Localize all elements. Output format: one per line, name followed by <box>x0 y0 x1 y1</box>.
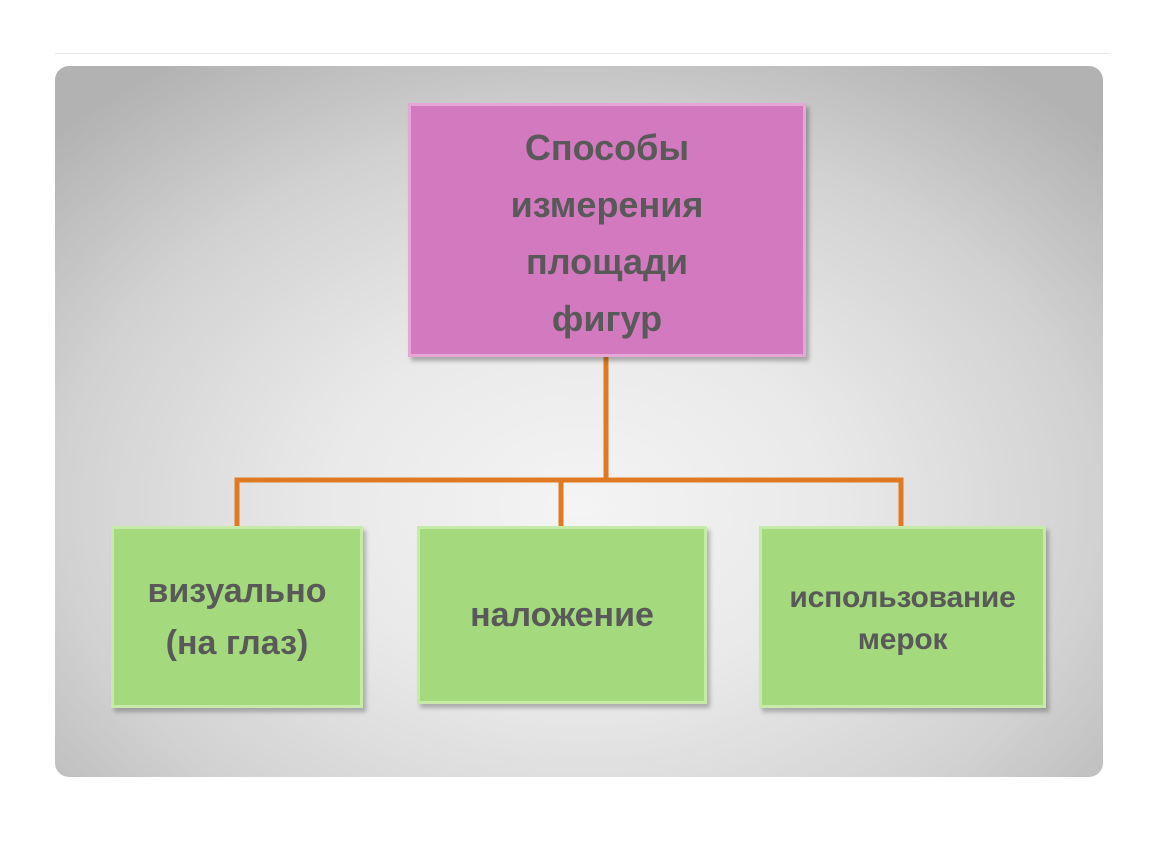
root-node-line: Способы <box>524 127 690 168</box>
root-node-area-measurement-methods: Способы измерения площади фигур <box>408 103 806 357</box>
root-node-line: фигур <box>551 298 663 339</box>
child-node-line: использование <box>789 581 1016 614</box>
child-node-line: наложение <box>470 596 654 634</box>
child-node-line: (на глаз) <box>165 624 309 662</box>
child-node-line: визуально <box>147 572 327 610</box>
child-node-line: мерок <box>857 623 948 656</box>
child-node-visual: визуально (на глаз) <box>111 526 363 708</box>
child-node-measures: использование мерок <box>759 526 1046 708</box>
child-node-overlay: наложение <box>417 526 707 704</box>
connector-lines <box>234 356 904 527</box>
root-node-line: площади <box>526 241 688 282</box>
root-node-line: измерения <box>510 184 704 225</box>
diagram-panel: Способы измерения площади фигур визуальн… <box>55 66 1103 777</box>
top-divider <box>55 53 1110 54</box>
